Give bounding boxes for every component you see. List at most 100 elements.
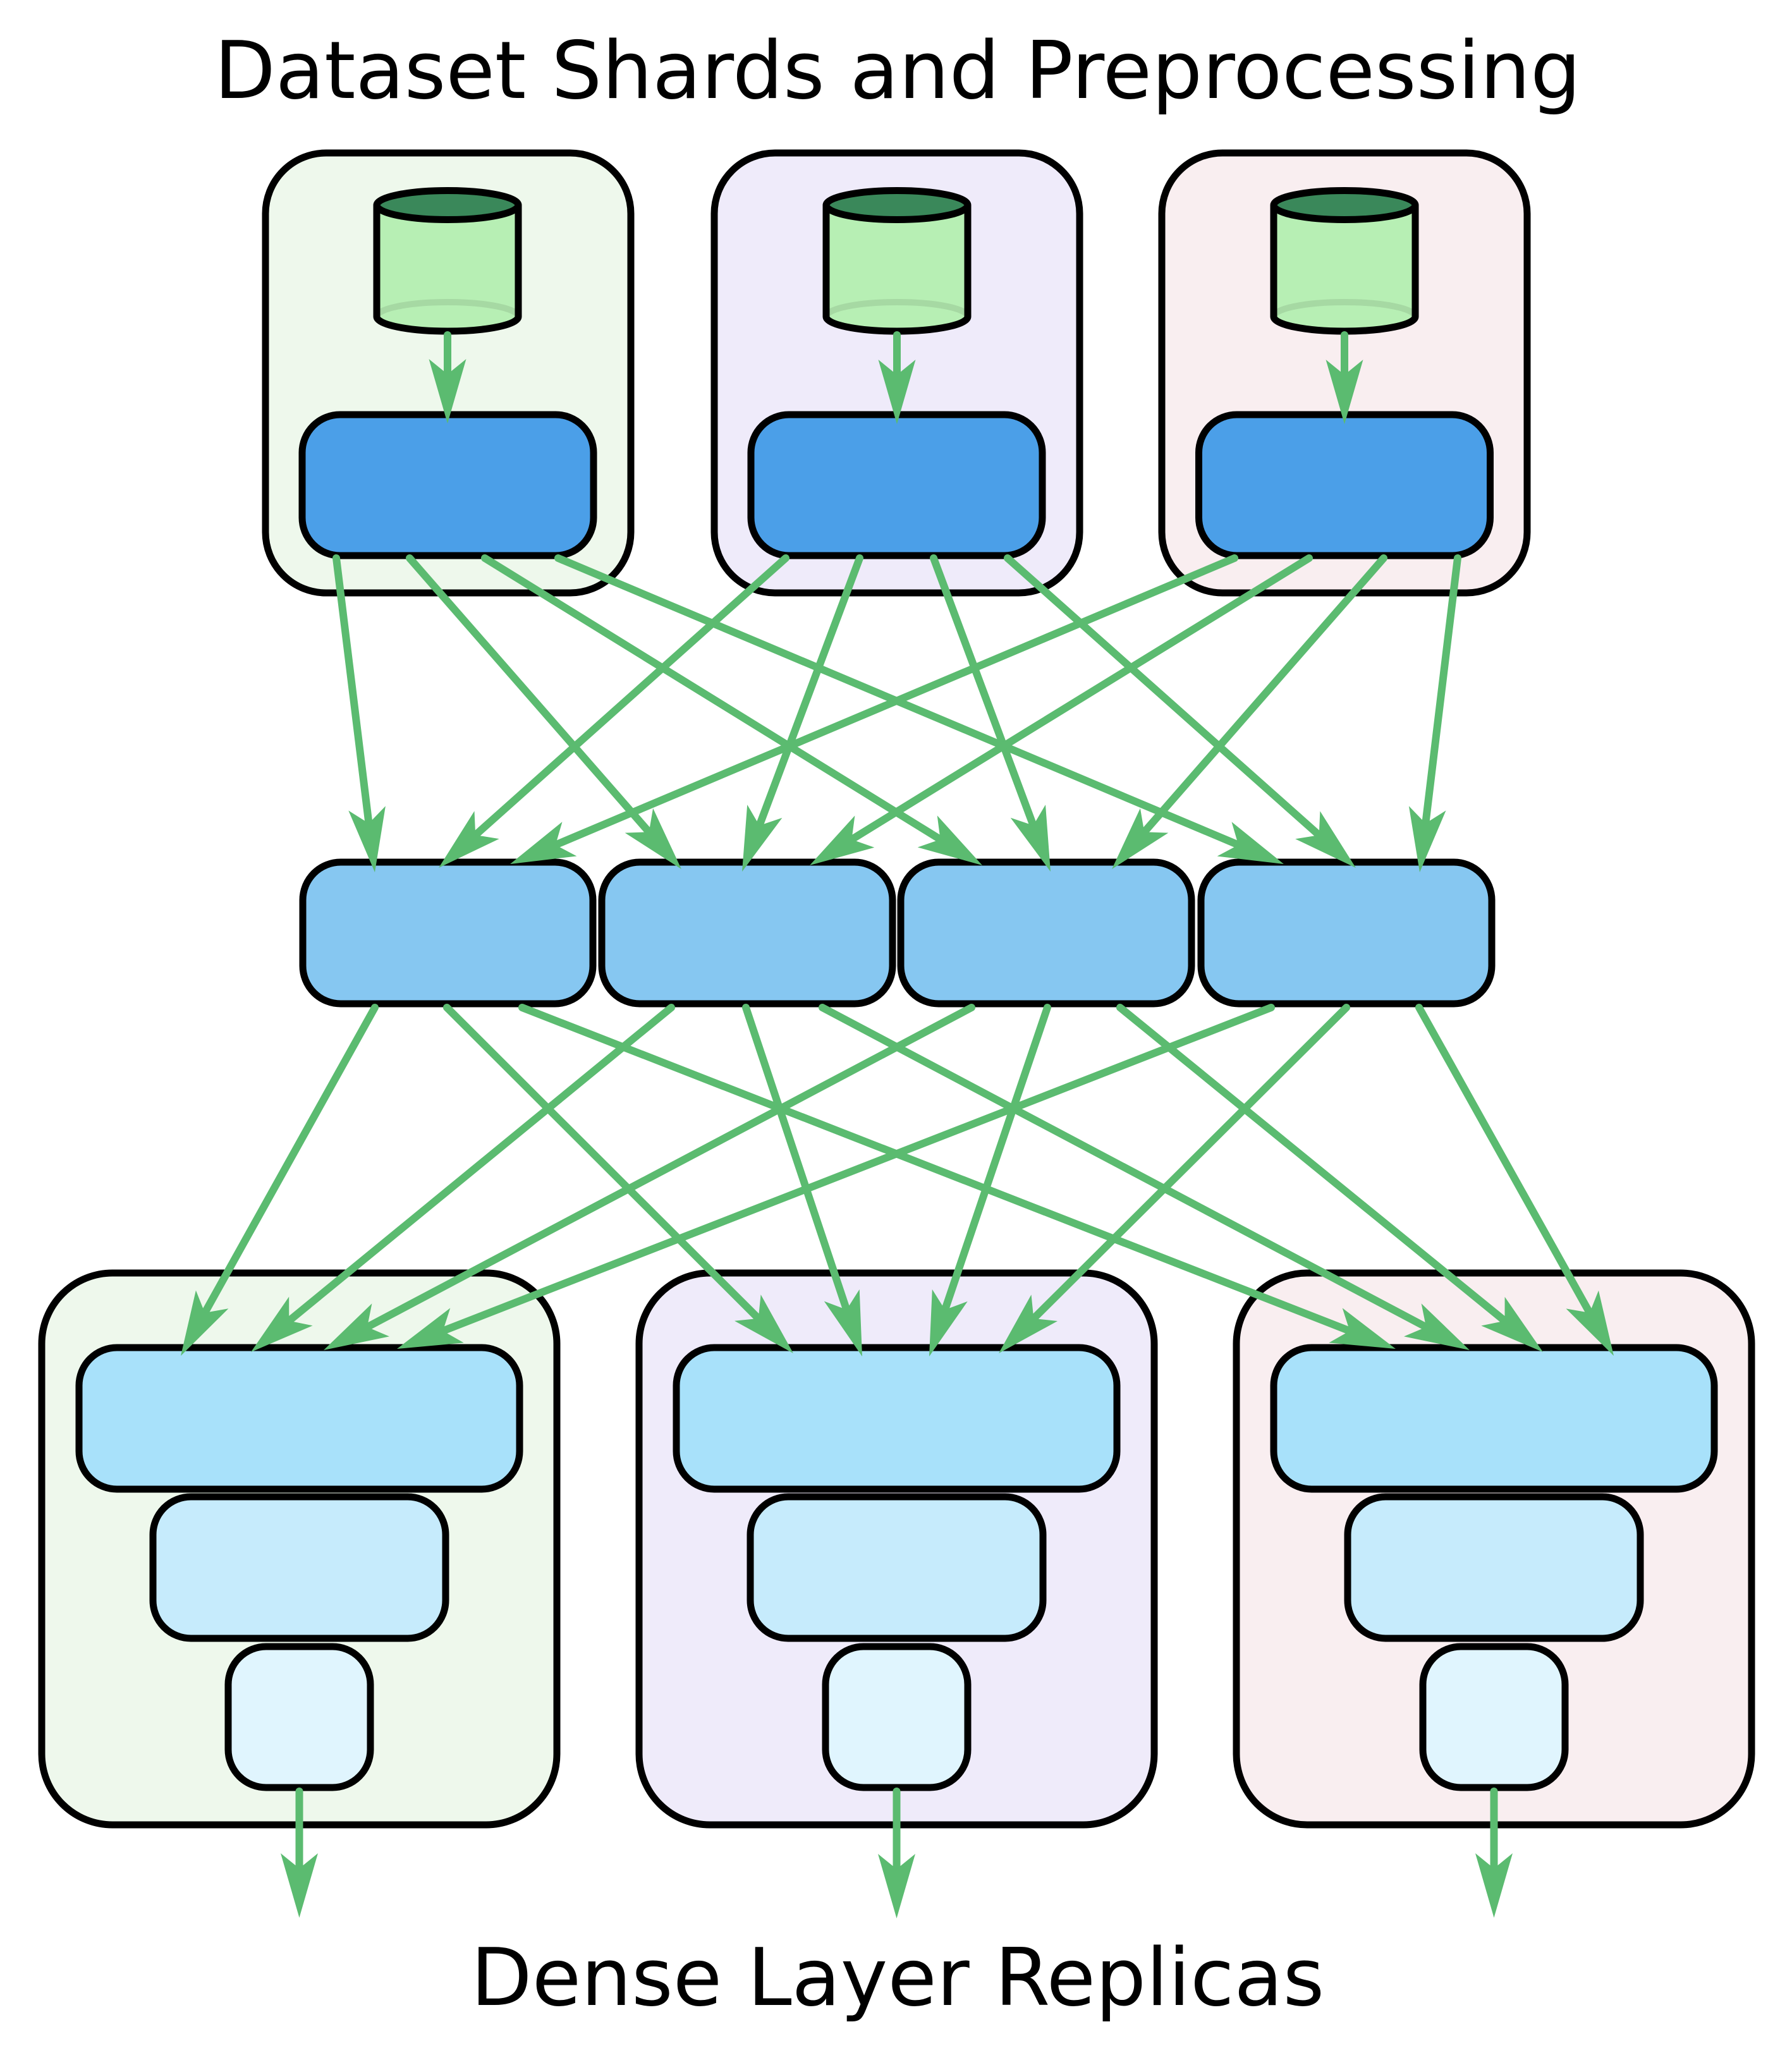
edge-line bbox=[930, 554, 1037, 829]
dense-layer-wide-2 bbox=[673, 1344, 1121, 1493]
edge-line bbox=[285, 1004, 675, 1325]
cylinder-body bbox=[377, 205, 518, 331]
edge-line bbox=[518, 1004, 1354, 1335]
replica-cluster-2 bbox=[635, 1269, 1158, 1829]
edge-middle-4-to-replica-3-layer-1 bbox=[1415, 1004, 1614, 1356]
edge-arrowhead bbox=[1566, 1290, 1614, 1356]
edge-arrowhead bbox=[324, 1303, 389, 1350]
edge-middle-4-to-replica-2-layer-1 bbox=[999, 1004, 1350, 1353]
dense-layer-wide-1 bbox=[75, 1344, 523, 1493]
edge-arrowhead bbox=[929, 1289, 968, 1356]
edge-line bbox=[1116, 1004, 1509, 1325]
edge-arrowhead bbox=[1112, 808, 1169, 869]
cylinder-top bbox=[373, 187, 522, 223]
edge-line bbox=[1140, 554, 1387, 836]
cylinder-inner-rim bbox=[823, 299, 971, 317]
edge-arrowhead bbox=[1481, 1296, 1543, 1352]
dataset-cylinder-2 bbox=[822, 187, 972, 335]
output-edge-replica-3-layer-3 bbox=[1475, 1788, 1513, 1918]
replica-clusters bbox=[38, 1269, 1755, 1829]
dense-layer-small-3 bbox=[1419, 1643, 1569, 1791]
edge-arrowhead bbox=[1295, 811, 1356, 868]
dense-layer-medium-3 bbox=[1344, 1493, 1644, 1642]
edge-line bbox=[1004, 554, 1323, 839]
edge-line bbox=[848, 554, 1313, 844]
edge-arrowhead bbox=[1475, 1853, 1513, 1918]
edge-preprocess-3-to-middle-3 bbox=[1112, 554, 1387, 869]
edge-arrowhead bbox=[878, 1854, 915, 1918]
cylinder-body bbox=[1274, 205, 1415, 331]
edge-arrowhead bbox=[1010, 805, 1051, 872]
edge-preprocess-3-to-middle-2 bbox=[810, 554, 1313, 865]
cylinder-top bbox=[822, 187, 972, 223]
edge-arrowhead bbox=[1329, 1308, 1396, 1349]
edge-line bbox=[742, 1004, 851, 1313]
dense-layer-small-2 bbox=[822, 1643, 972, 1791]
edge-preprocess-2-to-middle-3 bbox=[930, 554, 1051, 872]
edge-arrowhead bbox=[1404, 1303, 1470, 1350]
middle-node-4 bbox=[1197, 858, 1496, 1008]
dataset-cylinder-1 bbox=[373, 187, 522, 335]
dense-layer-medium-2 bbox=[747, 1493, 1047, 1642]
preprocess-node-3 bbox=[1195, 411, 1494, 559]
edge-dataset-1-to-preprocess-1 bbox=[429, 331, 466, 423]
edge-middle-3-to-replica-1-layer-1 bbox=[324, 1004, 975, 1350]
edge-arrowhead bbox=[999, 1295, 1058, 1353]
output-edge-replica-2-layer-3 bbox=[878, 1788, 915, 1918]
edge-middle-2-to-replica-2-layer-1 bbox=[742, 1004, 862, 1356]
cylinder-body bbox=[826, 205, 968, 331]
dense-layer-small-1 bbox=[224, 1643, 374, 1791]
edge-arrowhead bbox=[251, 1296, 313, 1352]
edge-middle-4-to-replica-1-layer-1 bbox=[397, 1004, 1275, 1349]
edge-line bbox=[1415, 1004, 1594, 1317]
edges bbox=[181, 331, 1614, 1918]
edge-line bbox=[332, 554, 373, 827]
edge-arrowhead bbox=[510, 822, 577, 864]
edge-arrowhead bbox=[348, 806, 386, 872]
edge-middle-1-to-replica-2-layer-1 bbox=[443, 1004, 793, 1353]
edge-line bbox=[439, 1004, 1275, 1335]
edge-line bbox=[472, 554, 789, 839]
cylinder-inner-rim bbox=[1271, 299, 1418, 317]
edge-preprocess-2-to-middle-2 bbox=[742, 554, 863, 872]
replica-cluster-1 bbox=[38, 1269, 561, 1829]
edge-arrowhead bbox=[810, 815, 875, 865]
edge-preprocess-1-to-middle-3 bbox=[481, 554, 982, 865]
edge-middle-1-to-replica-3-layer-1 bbox=[518, 1004, 1396, 1349]
replica-cluster-3 bbox=[1233, 1269, 1755, 1829]
edge-arrowhead bbox=[281, 1853, 318, 1918]
shard-clusters bbox=[262, 149, 1531, 597]
edge-arrowhead bbox=[429, 359, 466, 423]
edge-line bbox=[755, 554, 863, 829]
middle-node-1 bbox=[299, 858, 597, 1008]
edge-arrowhead bbox=[917, 815, 982, 865]
edge-dataset-3-to-preprocess-3 bbox=[1326, 331, 1363, 424]
edge-preprocess-1-to-middle-1 bbox=[332, 554, 386, 872]
edge-line bbox=[819, 1004, 1430, 1331]
edge-preprocess-1-to-middle-2 bbox=[406, 554, 681, 869]
edge-arrowhead bbox=[742, 805, 783, 872]
edge-arrowhead bbox=[397, 1308, 464, 1349]
edge-line bbox=[363, 1004, 975, 1331]
edge-preprocess-3-to-middle-1 bbox=[510, 554, 1238, 864]
edge-line bbox=[201, 1004, 379, 1317]
edge-arrowhead bbox=[1326, 360, 1363, 424]
edge-middle-1-to-replica-1-layer-1 bbox=[181, 1004, 379, 1356]
output-edge-replica-1-layer-3 bbox=[281, 1788, 318, 1918]
edge-middle-3-to-replica-3-layer-1 bbox=[1116, 1004, 1543, 1352]
dense-layer-wide-3 bbox=[1270, 1344, 1718, 1493]
dataset-cylinder-3 bbox=[1270, 187, 1419, 335]
edge-line bbox=[406, 554, 653, 836]
preprocess-node-2 bbox=[747, 411, 1046, 559]
edge-middle-2-to-replica-1-layer-1 bbox=[251, 1004, 675, 1352]
preprocess-node-1 bbox=[298, 411, 597, 559]
edge-middle-2-to-replica-3-layer-1 bbox=[819, 1004, 1470, 1350]
edge-arrowhead bbox=[734, 1295, 793, 1353]
middle-node-2 bbox=[598, 858, 896, 1008]
edge-preprocess-2-to-middle-4 bbox=[1004, 554, 1356, 868]
edge-line bbox=[443, 1004, 762, 1322]
edge-arrowhead bbox=[824, 1289, 862, 1356]
edge-preprocess-3-to-middle-4 bbox=[1408, 554, 1461, 872]
edge-arrowhead bbox=[439, 811, 499, 868]
middle-node-3 bbox=[897, 858, 1195, 1008]
